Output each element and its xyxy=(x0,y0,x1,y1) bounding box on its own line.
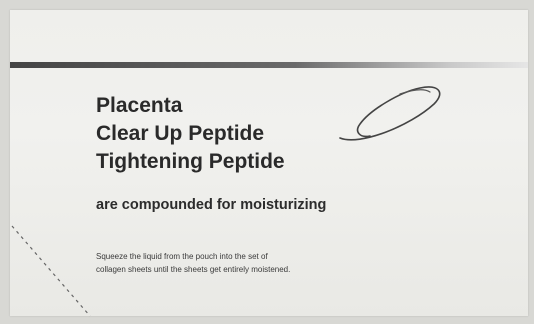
swirl-icon xyxy=(339,86,441,141)
product-subline: are compounded for moisturizing xyxy=(96,197,327,213)
headline-line-1: Placenta xyxy=(96,94,183,117)
product-headline: Placenta Clear Up Peptide Tightening Pep… xyxy=(96,92,285,176)
dashed-cut-line xyxy=(11,225,91,317)
instruction-line-2: collagen sheets until the sheets get ent… xyxy=(96,265,291,274)
sachet-label: Placenta Clear Up Peptide Tightening Pep… xyxy=(10,10,528,317)
usage-instructions: Squeeze the liquid from the pouch into t… xyxy=(96,250,436,276)
headline-line-3: Tightening Peptide xyxy=(96,150,285,173)
top-stripe xyxy=(10,62,528,68)
instruction-line-1: Squeeze the liquid from the pouch into t… xyxy=(96,252,268,261)
headline-line-2: Clear Up Peptide xyxy=(96,122,265,145)
